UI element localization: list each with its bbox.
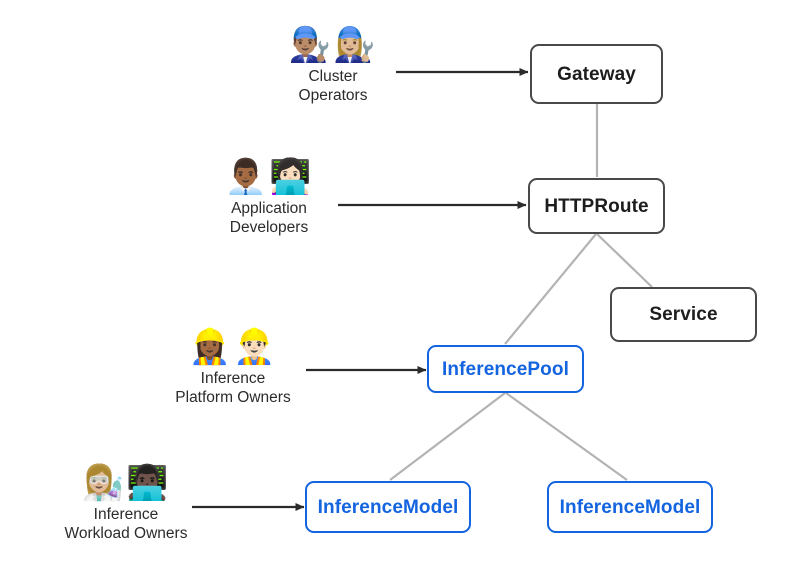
- application-developers-icons: 👨🏾‍💼👩🏻‍💻: [224, 157, 314, 197]
- persona-application-developers-line2: Developers: [229, 218, 309, 236]
- node-httproute[interactable]: HTTPRoute: [528, 178, 665, 234]
- node-inferencemodel-2[interactable]: InferenceModel: [547, 481, 713, 533]
- persona-cluster-operators: 👨🏽‍🔧👩🏼‍🔧 Cluster Operators: [258, 25, 408, 106]
- edge-httproute-inferencepool: [504, 233, 597, 345]
- persona-inference-platform-owners-line1: Inference: [200, 369, 266, 387]
- man-office-worker-icon: 👨🏾‍💼👩🏻‍💻: [224, 157, 314, 197]
- persona-cluster-operators-line2: Operators: [298, 86, 368, 104]
- cluster-operators-icons: 👨🏽‍🔧👩🏼‍🔧: [288, 25, 378, 65]
- persona-cluster-operators-line1: Cluster: [308, 67, 358, 85]
- persona-application-developers: 👨🏾‍💼👩🏻‍💻 Application Developers: [194, 157, 344, 238]
- inference-workload-owners-icons: 👩🏼‍🔬👨🏿‍💻: [81, 463, 171, 503]
- man-mechanic-icon: 👨🏽‍🔧👩🏼‍🔧: [288, 25, 378, 65]
- node-service-label: Service: [649, 304, 718, 325]
- node-inferencepool-label: InferencePool: [442, 358, 569, 380]
- node-service[interactable]: Service: [610, 287, 757, 342]
- edge-httproute-service: [596, 233, 653, 288]
- persona-inference-workload-owners-line2: Workload Owners: [64, 524, 188, 542]
- edge-inferencepool-inferencemodel2: [505, 392, 628, 481]
- woman-scientist-icon: 👩🏼‍🔬👨🏿‍💻: [81, 463, 171, 503]
- inference-platform-owners-icons: 👷🏾‍♀️👷🏻‍♂️: [188, 327, 278, 367]
- edge-inferencepool-inferencemodel1: [389, 392, 506, 481]
- node-gateway-label: Gateway: [557, 63, 636, 85]
- woman-construction-worker-icon: 👷🏾‍♀️👷🏻‍♂️: [188, 327, 278, 367]
- node-inferencemodel-1-label: InferenceModel: [317, 496, 459, 518]
- node-inferencemodel-2-label: InferenceModel: [559, 496, 701, 518]
- persona-inference-workload-owners: 👩🏼‍🔬👨🏿‍💻 Inference Workload Owners: [46, 463, 206, 544]
- persona-application-developers-line1: Application: [231, 199, 307, 217]
- node-gateway[interactable]: Gateway: [530, 44, 663, 104]
- persona-inference-platform-owners-line2: Platform Owners: [175, 388, 291, 406]
- node-inferencepool[interactable]: InferencePool: [427, 345, 584, 393]
- persona-inference-platform-owners: 👷🏾‍♀️👷🏻‍♂️ Inference Platform Owners: [155, 327, 311, 408]
- persona-inference-workload-owners-line1: Inference: [93, 505, 159, 523]
- node-httproute-label: HTTPRoute: [544, 195, 649, 217]
- node-inferencemodel-1[interactable]: InferenceModel: [305, 481, 471, 533]
